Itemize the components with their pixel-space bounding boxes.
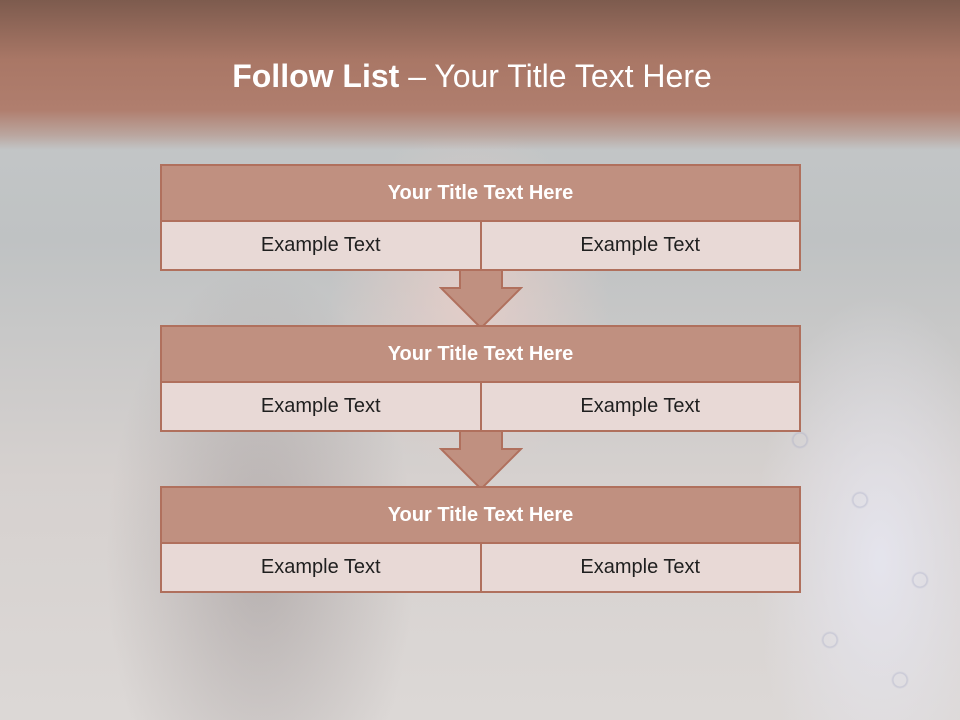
page-title-bold: Follow List [232,58,400,94]
page-title-rest: – Your Title Text Here [408,58,712,94]
stage-row: Example Text Example Text [162,544,799,591]
stage-box-2: Your Title Text Here Example Text Exampl… [160,325,801,432]
stage-row: Example Text Example Text [162,222,799,269]
background-pattern [770,380,960,720]
stage-cell-right: Example Text [479,383,799,430]
down-arrow-icon [439,431,523,491]
stage-cell-right: Example Text [479,544,799,591]
page-title: Follow List – Your Title Text Here [0,56,944,96]
down-arrow-icon [439,270,523,330]
stage-cell-left: Example Text [162,383,480,430]
stage-cell-left: Example Text [162,222,480,269]
stage-box-1: Your Title Text Here Example Text Exampl… [160,164,801,271]
stage-cell-right: Example Text [479,222,799,269]
header-band [0,0,960,150]
stage-title: Your Title Text Here [162,488,799,544]
stage-title: Your Title Text Here [162,327,799,383]
stage-cell-left: Example Text [162,544,480,591]
stage-title: Your Title Text Here [162,166,799,222]
stage-box-3: Your Title Text Here Example Text Exampl… [160,486,801,593]
stage-row: Example Text Example Text [162,383,799,430]
